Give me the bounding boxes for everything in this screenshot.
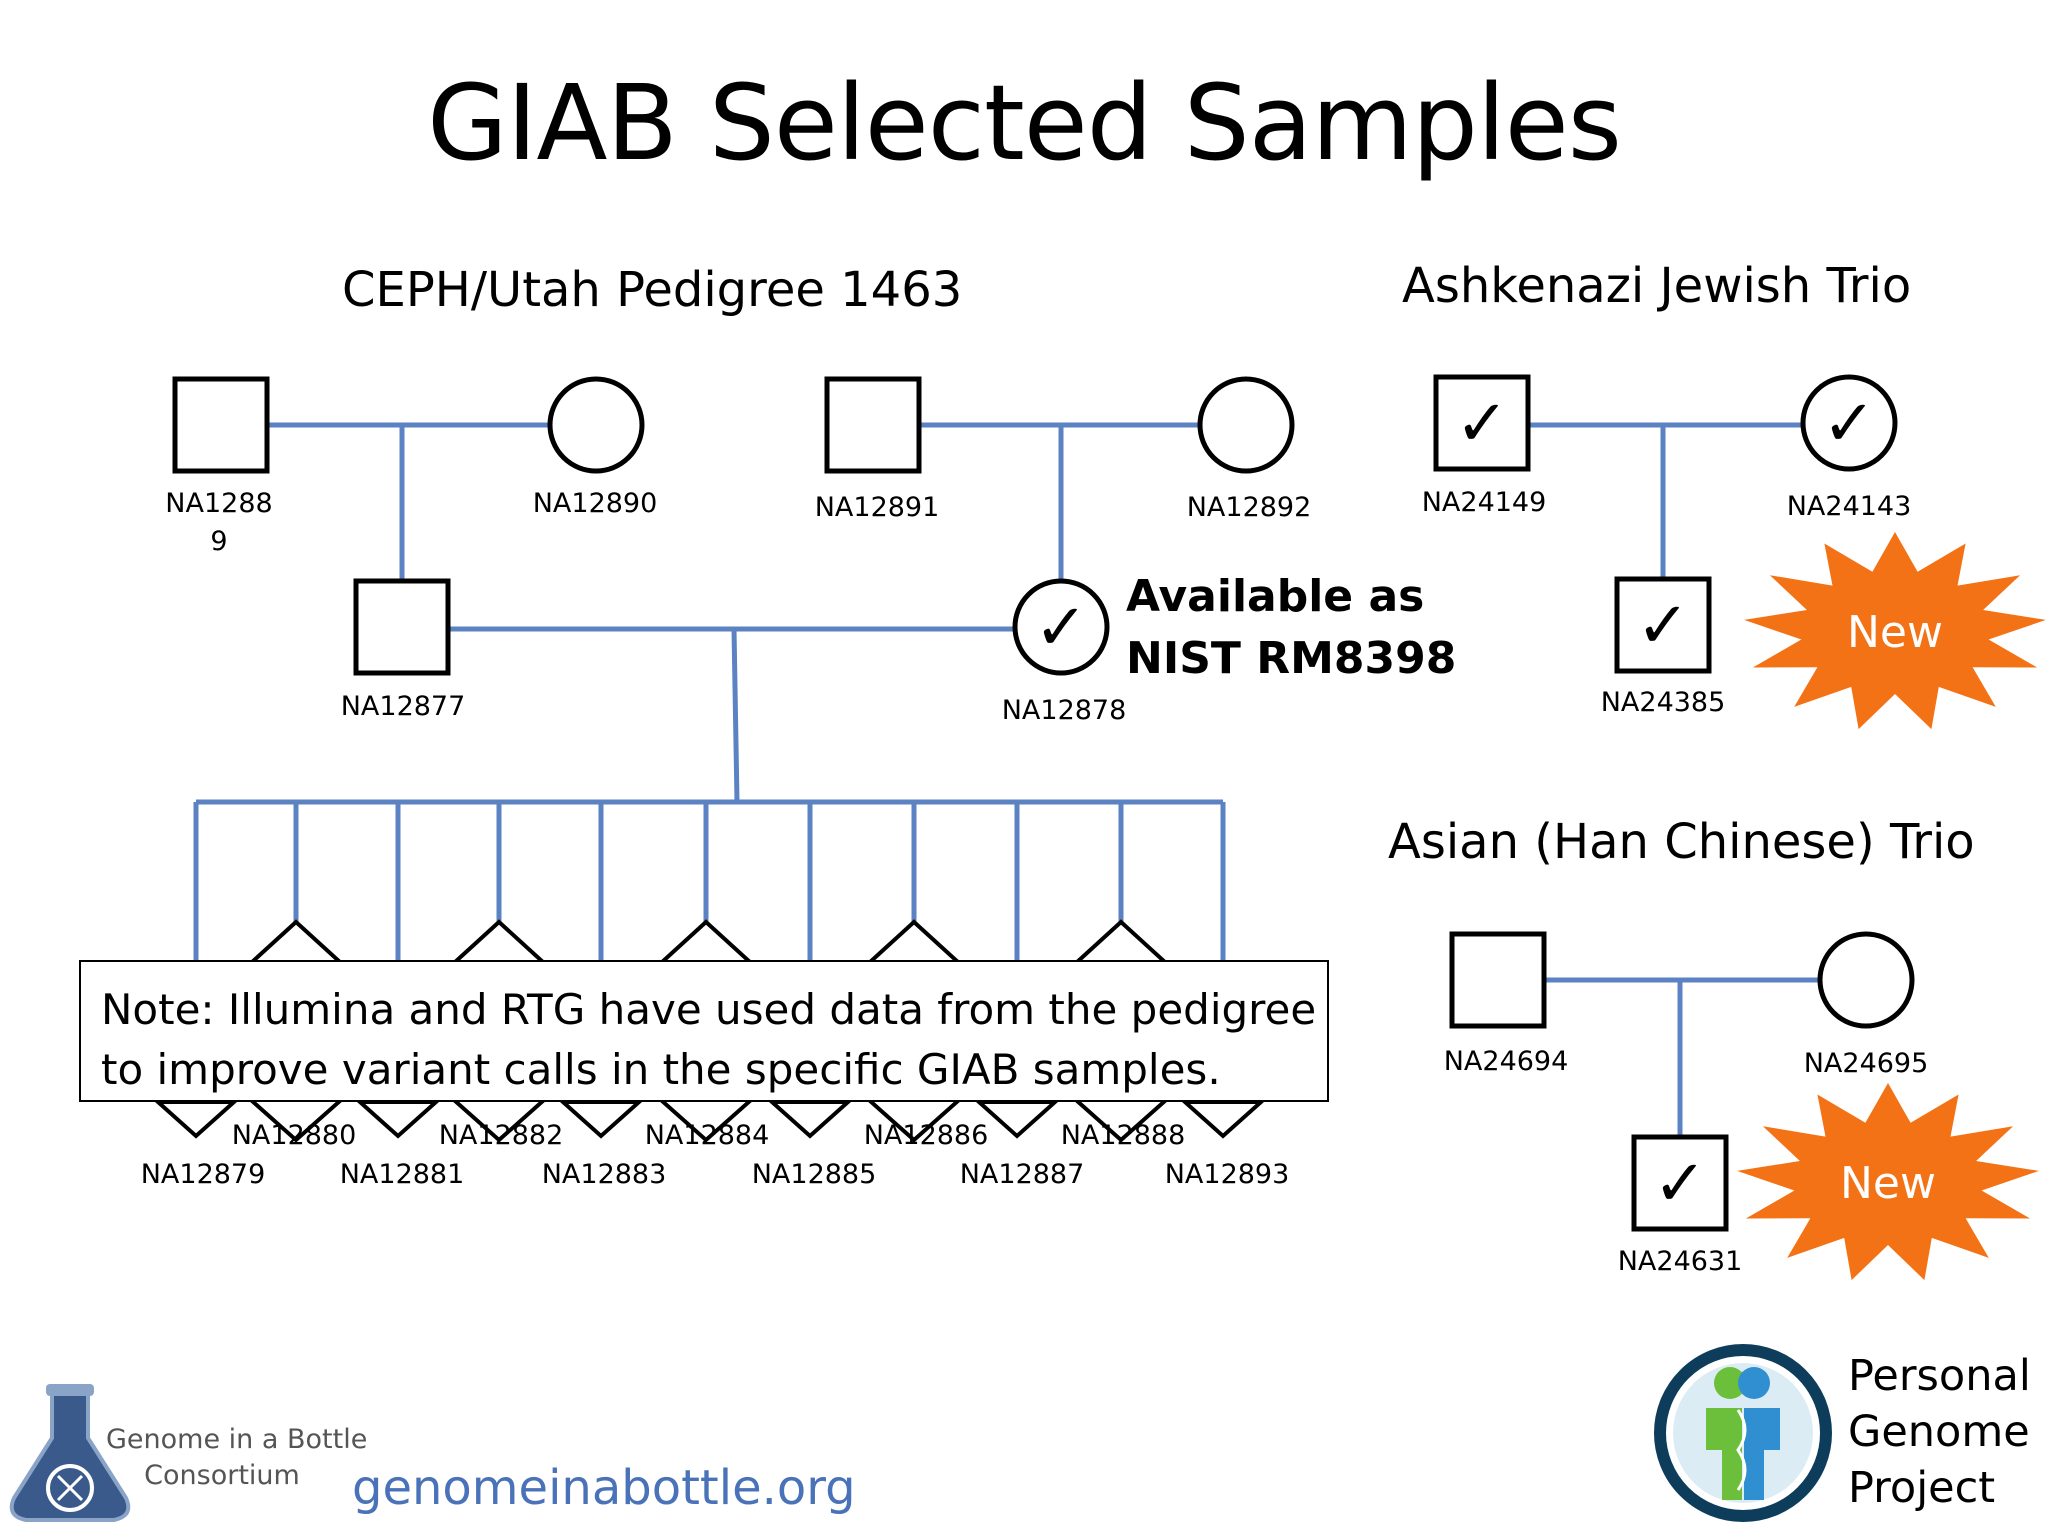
new-badge-ashkenazi-shape	[1744, 532, 2046, 730]
individual-label-na24694: NA24694	[1444, 1046, 1569, 1077]
pgp-line-1: Personal	[1848, 1351, 2031, 1401]
checkmark-icon-na24385: ✓	[1636, 589, 1690, 663]
child-label-na12888: NA12888	[1061, 1120, 1186, 1151]
child-label-na12880: NA12880	[232, 1120, 357, 1151]
pgp-body-right	[1744, 1408, 1780, 1500]
child-diamond-bottom-na12893	[1179, 1100, 1267, 1139]
flask-dna-helix	[56, 1474, 84, 1502]
note-box: Note: Illumina and RTG have used data fr…	[79, 960, 1329, 1102]
male-square-na12891	[824, 376, 922, 474]
child-diamond-bottom-na12883	[557, 1100, 645, 1139]
child-diamond-bottom-na12879	[152, 1100, 240, 1139]
child-diamond-top-na12888	[1070, 919, 1172, 965]
note-line-1: Note: Illumina and RTG have used data fr…	[101, 985, 1317, 1034]
asian-trio-title: Asian (Han Chinese) Trio	[1388, 814, 1975, 870]
note-line-2: to improve variant calls in the specific…	[101, 1045, 1221, 1094]
male-square-na24631	[1631, 1134, 1729, 1232]
individual-label-na24385: NA24385	[1601, 687, 1726, 718]
child-label-na12886: NA12886	[864, 1120, 989, 1151]
child-diamond-bottom-na12885	[766, 1100, 854, 1139]
child-label-na12879: NA12879	[141, 1159, 266, 1190]
flask-neck	[46, 1384, 94, 1396]
male-square-na12877	[353, 578, 451, 676]
individual-label-na12878: NA12878	[1002, 695, 1127, 726]
child-diamond-bottom-na12887	[973, 1100, 1061, 1139]
available-line-1: Available as	[1126, 571, 1425, 622]
individual-label-na12890: NA12890	[533, 488, 658, 519]
pgp-line-3: Project	[1848, 1463, 1996, 1513]
child-label-na12881: NA12881	[340, 1159, 465, 1190]
individual-label-na24149: NA24149	[1422, 487, 1547, 518]
individual-label-na24143: NA24143	[1787, 491, 1912, 522]
male-square-na24694	[1449, 931, 1547, 1029]
pgp-line-2: Genome	[1848, 1407, 2030, 1457]
checkmark-icon-na12878: ✓	[1034, 591, 1088, 665]
giab-logo-text: Genome in a Bottle Consortium	[106, 1422, 368, 1494]
child-label-na12884: NA12884	[645, 1120, 770, 1151]
pgp-head-right	[1738, 1367, 1770, 1399]
female-circle-na24695	[1817, 931, 1915, 1029]
individual-label-na24631: NA24631	[1618, 1246, 1743, 1277]
female-circle-na24143	[1800, 374, 1898, 472]
available-line-2: NIST RM8398	[1126, 633, 1457, 684]
pgp-logo	[1654, 1344, 1832, 1522]
pgp-logo-text: Personal Genome Project	[1848, 1348, 2031, 1516]
female-circle-na12878	[1012, 578, 1110, 676]
pgp-inner	[1673, 1363, 1813, 1503]
pgp-dna-strand	[1736, 1409, 1747, 1491]
checkmark-icon-na24631: ✓	[1653, 1147, 1707, 1221]
child-label-na12883: NA12883	[542, 1159, 667, 1190]
individual-label-na12889-line-2: 9	[210, 526, 227, 557]
individual-label-na12889: NA1288	[165, 488, 272, 519]
child-label-na12893: NA12893	[1165, 1159, 1290, 1190]
pedigree-lines	[193, 422, 1820, 1137]
checkmark-icon-na24149: ✓	[1455, 387, 1509, 461]
page-title: GIAB Selected Samples	[427, 62, 1622, 184]
new-badge-ashkenazi: New	[1744, 532, 2046, 730]
child-diamond-top-na12882	[448, 919, 550, 965]
ashkenazi-trio-title: Ashkenazi Jewish Trio	[1402, 258, 1912, 314]
website-link[interactable]: genomeinabottle.org	[352, 1460, 856, 1516]
male-square-na24149	[1433, 374, 1531, 472]
female-circle-na12890	[547, 376, 645, 474]
child-label-na12885: NA12885	[752, 1159, 877, 1190]
ceph-pedigree-title: CEPH/Utah Pedigree 1463	[342, 262, 963, 318]
child-diamond-top-na12884	[655, 919, 757, 965]
giab-logo-line-2: Consortium	[144, 1460, 300, 1491]
child-label-na12887: NA12887	[960, 1159, 1085, 1190]
giab-logo-line-1: Genome in a Bottle	[106, 1424, 368, 1455]
giab-flask-logo	[9, 1384, 131, 1522]
checkmark-icon-na24143: ✓	[1822, 387, 1876, 461]
child-diamond-top-na12880	[245, 919, 347, 965]
child-diamond-top-na12886	[863, 919, 965, 965]
new-badge-asian-label: New	[1840, 1158, 1936, 1209]
individual-label-na12892: NA12892	[1187, 492, 1312, 523]
pgp-body-left	[1706, 1408, 1742, 1500]
new-badge-ashkenazi-label: New	[1847, 607, 1943, 658]
new-badge-asian-shape	[1737, 1083, 2039, 1281]
flask-dna-ring	[46, 1464, 94, 1512]
child-label-na12882: NA12882	[439, 1120, 564, 1151]
child-diamond-bottom-na12881	[354, 1100, 442, 1139]
male-square-na24385	[1614, 576, 1712, 674]
descent-line-children	[731, 628, 740, 803]
individual-label-na12891: NA12891	[815, 492, 940, 523]
pedigree-shapes: ✓ ✓ ✓ ✓ ✓	[152, 374, 1915, 1232]
female-circle-na12892	[1197, 376, 1295, 474]
individual-label-na24695: NA24695	[1804, 1048, 1929, 1079]
new-badge-asian: New	[1737, 1083, 2039, 1281]
flask-body	[9, 1390, 131, 1522]
available-as-nist-label: Available as NIST RM8398	[1126, 566, 1456, 690]
individual-label-na12877: NA12877	[341, 691, 466, 722]
pgp-head-left	[1714, 1367, 1746, 1399]
male-square-na12889	[172, 376, 270, 474]
